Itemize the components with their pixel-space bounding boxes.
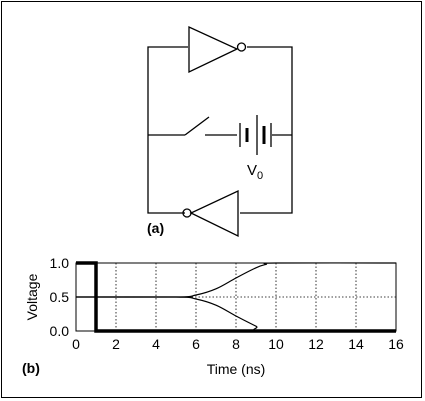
x-tick-label: 2 xyxy=(112,336,120,352)
wire-top-left xyxy=(147,46,188,214)
panel-label-b: (b) xyxy=(22,360,40,376)
x-tick-label: 12 xyxy=(308,336,324,352)
x-tick-label: 6 xyxy=(192,336,200,352)
output-curve-line-2 xyxy=(75,296,397,332)
y-axis-label: Voltage xyxy=(24,273,40,320)
x-tick-label: 10 xyxy=(268,336,284,352)
x-tick-label: 8 xyxy=(232,336,240,352)
bottom-inverter xyxy=(189,189,239,238)
x-tick-label: 4 xyxy=(152,336,160,352)
top-inverter-bubble xyxy=(236,42,247,52)
x-tick-label: 0 xyxy=(72,336,80,352)
top-inverter xyxy=(188,25,239,74)
y-tick-label: 1.0 xyxy=(50,255,70,271)
y-tick-label: 0.5 xyxy=(50,289,70,305)
voltage-time-chart: 0 2 4 6 8 10 12 14 16 0.0 0.5 1.0 xyxy=(50,255,404,352)
wire-top-right xyxy=(240,46,293,214)
battery-voltage-label: V0 xyxy=(247,162,263,182)
panel-label-a: (a) xyxy=(147,220,164,236)
x-tick-label: 16 xyxy=(388,336,404,352)
x-tick-label: 14 xyxy=(348,336,364,352)
switch-blade xyxy=(184,116,210,136)
x-axis-label: Time (ns) xyxy=(207,361,266,377)
y-tick-label: 0.0 xyxy=(50,323,70,339)
circuit-diagram xyxy=(147,25,293,238)
bottom-inverter-bubble xyxy=(182,208,192,218)
battery xyxy=(239,115,272,155)
